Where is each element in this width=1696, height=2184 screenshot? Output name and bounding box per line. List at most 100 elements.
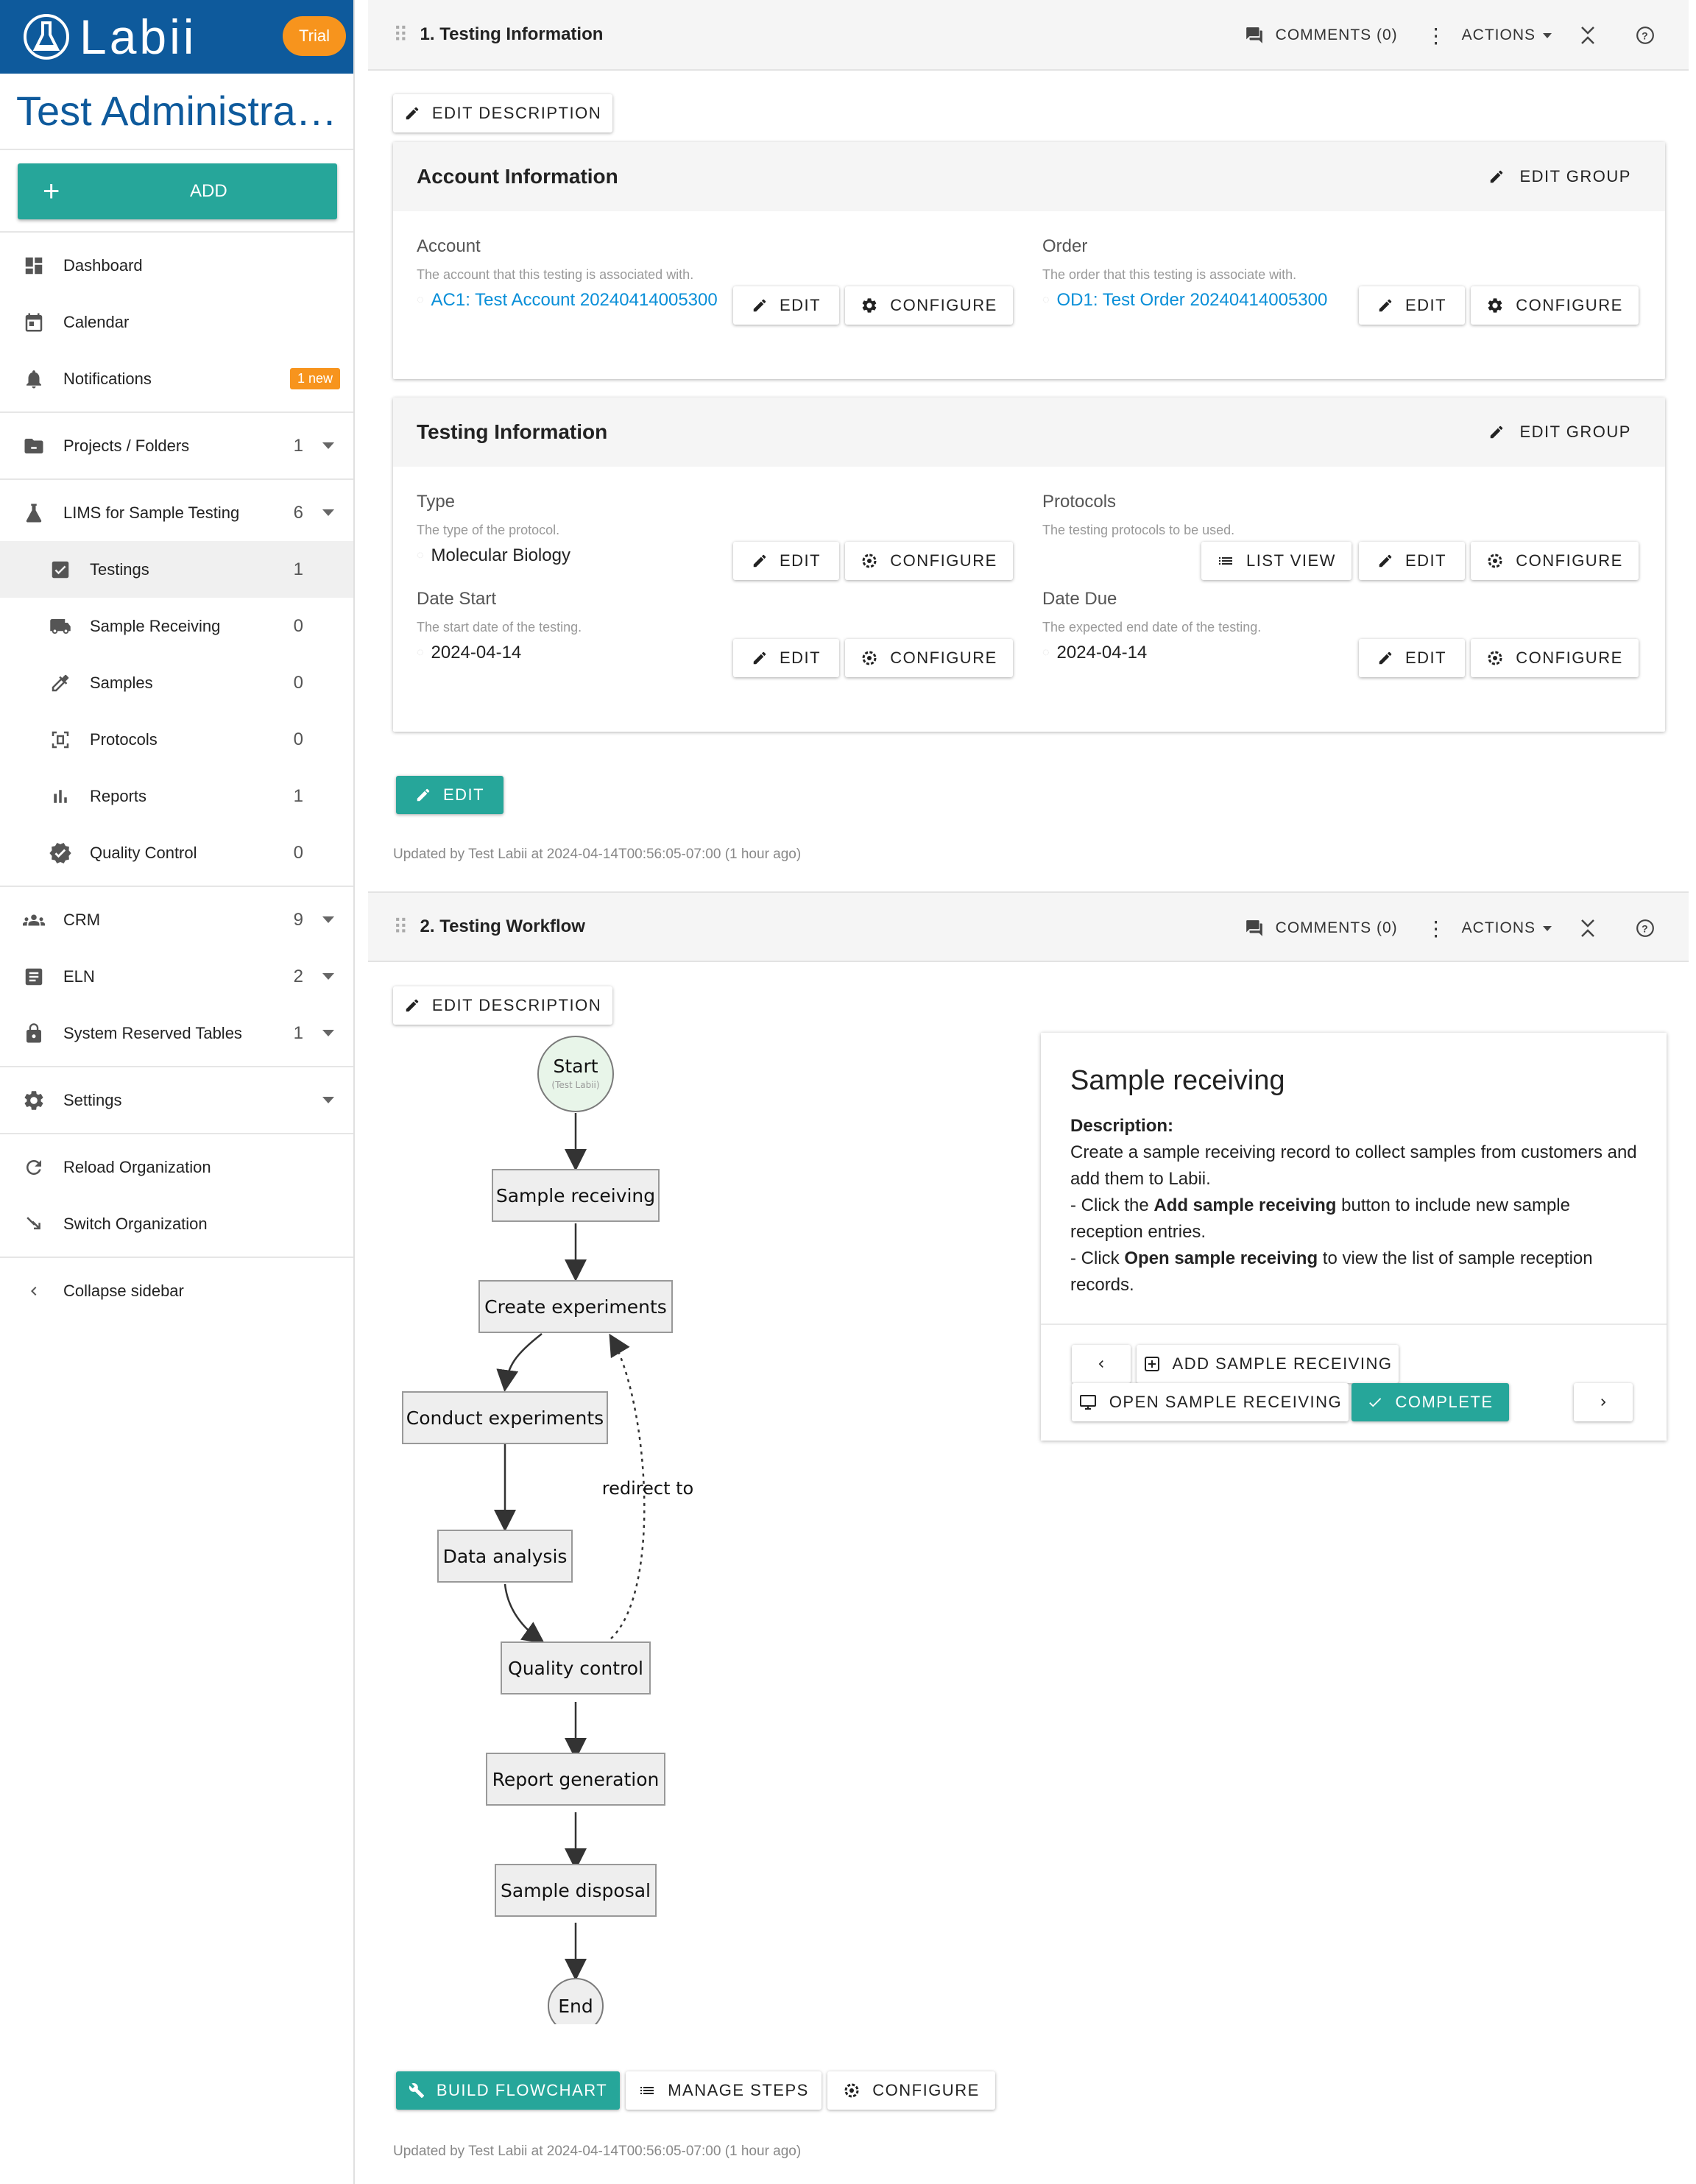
chevron-down-icon[interactable] bbox=[322, 1030, 334, 1036]
sidebar-item-crm[interactable]: CRM 9 bbox=[0, 891, 353, 948]
configure-type-button[interactable]: CONFIGURE bbox=[845, 542, 1013, 580]
button-label: BUILD FLOWCHART bbox=[436, 2081, 608, 2099]
collapse-section-button[interactable] bbox=[1580, 919, 1608, 938]
sidebar-item-lims[interactable]: LIMS for Sample Testing 6 bbox=[0, 484, 353, 541]
text-segment: to view the list of sample reception rec… bbox=[1070, 1248, 1593, 1295]
chevron-down-icon[interactable] bbox=[322, 509, 334, 516]
text-segment-bold: Open sample receiving bbox=[1124, 1248, 1318, 1268]
sidebar-item-system-reserved-tables[interactable]: System Reserved Tables 1 bbox=[0, 1005, 353, 1061]
flow-step-conduct-experiments[interactable]: Conduct experiments bbox=[402, 1391, 608, 1444]
truck-icon bbox=[47, 613, 74, 640]
flow-start-node[interactable]: Start (Test Labii) bbox=[537, 1036, 614, 1112]
sidebar-item-protocols[interactable]: Protocols 0 bbox=[0, 711, 353, 768]
build-flowchart-button[interactable]: BUILD FLOWCHART bbox=[396, 2071, 620, 2110]
complete-step-button[interactable]: COMPLETE bbox=[1352, 1383, 1509, 1421]
flow-connectors bbox=[494, 1113, 646, 1981]
sidebar-item-samples[interactable]: Samples 0 bbox=[0, 654, 353, 711]
sidebar-item-calendar[interactable]: Calendar bbox=[0, 294, 353, 350]
actions-button[interactable]: ⋮ ACTIONS bbox=[1426, 916, 1552, 941]
step-description: Description: Create a sample receiving r… bbox=[1070, 1113, 1637, 1298]
edit-record-button[interactable]: EDIT bbox=[396, 776, 504, 814]
collapse-section-button[interactable] bbox=[1580, 26, 1608, 45]
add-button[interactable]: + ADD bbox=[18, 163, 337, 219]
collapse-icon bbox=[1581, 919, 1594, 937]
record-icon: ◌ bbox=[417, 646, 424, 659]
flow-step-report-generation[interactable]: Report generation bbox=[486, 1753, 665, 1806]
edit-description-button[interactable]: EDIT DESCRIPTION bbox=[393, 94, 612, 132]
chevron-down-icon[interactable] bbox=[322, 442, 334, 449]
chevron-down-icon[interactable] bbox=[322, 973, 334, 980]
gear-icon bbox=[21, 1087, 47, 1114]
order-link[interactable]: OD1: Test Order 20240414005300 bbox=[1056, 290, 1328, 310]
flow-step-data-analysis[interactable]: Data analysis bbox=[437, 1530, 573, 1583]
sidebar-item-testings[interactable]: Testings 1 bbox=[0, 541, 353, 598]
edit-group-button[interactable]: EDIT GROUP bbox=[1488, 167, 1631, 186]
chevron-down-icon[interactable] bbox=[322, 1097, 334, 1103]
edit-description-button[interactable]: EDIT DESCRIPTION bbox=[393, 986, 612, 1025]
configure-date-start-button[interactable]: CONFIGURE bbox=[845, 639, 1013, 677]
record-icon: ◌ bbox=[417, 549, 424, 562]
labii-logo[interactable]: Labii bbox=[22, 9, 197, 65]
open-sample-receiving-button[interactable]: OPEN SAMPLE RECEIVING bbox=[1072, 1383, 1349, 1421]
sidebar: Labii Trial Test Administrat… + ADD Dash… bbox=[0, 0, 355, 2184]
edit-order-button[interactable]: EDIT bbox=[1359, 286, 1465, 325]
button-label: CONFIGURE bbox=[890, 296, 997, 314]
previous-step-button[interactable] bbox=[1072, 1345, 1131, 1383]
sidebar-item-collapse[interactable]: Collapse sidebar bbox=[0, 1262, 353, 1319]
sidebar-item-settings[interactable]: Settings bbox=[0, 1072, 353, 1128]
configure-protocols-button[interactable]: CONFIGURE bbox=[1471, 542, 1639, 580]
item-count: 0 bbox=[293, 672, 303, 693]
edit-date-start-button[interactable]: EDIT bbox=[733, 639, 839, 677]
sidebar-item-sample-receiving[interactable]: Sample Receiving 0 bbox=[0, 598, 353, 654]
sidebar-item-switch-organization[interactable]: Switch Organization bbox=[0, 1195, 353, 1252]
svg-text:?: ? bbox=[1642, 922, 1649, 934]
sidebar-item-eln[interactable]: ELN 2 bbox=[0, 948, 353, 1005]
comments-button[interactable]: COMMENTS (0) bbox=[1245, 26, 1398, 45]
account-link[interactable]: AC1: Test Account 20240414005300 bbox=[431, 290, 718, 310]
edit-type-button[interactable]: EDIT bbox=[733, 542, 839, 580]
manage-steps-button[interactable]: MANAGE STEPS bbox=[626, 2071, 822, 2110]
list-view-button[interactable]: LIST VIEW bbox=[1201, 542, 1352, 580]
sidebar-item-dashboard[interactable]: Dashboard bbox=[0, 237, 353, 294]
configure-order-button[interactable]: CONFIGURE bbox=[1471, 286, 1639, 325]
item-count: 0 bbox=[293, 729, 303, 749]
configure-date-due-button[interactable]: CONFIGURE bbox=[1471, 639, 1639, 677]
edit-account-button[interactable]: EDIT bbox=[733, 286, 839, 325]
type-field: Type The type of the protocol. ◌Molecula… bbox=[417, 492, 570, 566]
description-line: - Click Open sample receiving to view th… bbox=[1070, 1245, 1637, 1298]
trial-badge[interactable]: Trial bbox=[283, 16, 346, 56]
sidebar-item-notifications[interactable]: Notifications 1 new bbox=[0, 350, 353, 407]
chevron-down-icon[interactable] bbox=[322, 916, 334, 923]
edit-group-button[interactable]: EDIT GROUP bbox=[1488, 423, 1631, 442]
flow-step-quality-control[interactable]: Quality control bbox=[501, 1641, 651, 1694]
configure-workflow-button[interactable]: CONFIGURE bbox=[827, 2071, 995, 2110]
flow-end-node[interactable]: End bbox=[548, 1978, 604, 2024]
lock-icon bbox=[21, 1020, 47, 1047]
testing-information-group: Testing Information EDIT GROUP Type The … bbox=[393, 397, 1665, 732]
flow-step-sample-disposal[interactable]: Sample disposal bbox=[495, 1864, 657, 1917]
description-line: - Click the Add sample receiving button … bbox=[1070, 1192, 1637, 1245]
drag-handle-icon[interactable]: ⠿ bbox=[393, 23, 408, 46]
help-button[interactable]: ? bbox=[1636, 26, 1667, 45]
add-sample-receiving-button[interactable]: ADD SAMPLE RECEIVING bbox=[1137, 1345, 1399, 1383]
sidebar-item-projects[interactable]: Projects / Folders 1 bbox=[0, 417, 353, 474]
order-field: Order The order that this testing is ass… bbox=[1042, 236, 1327, 311]
actions-button[interactable]: ⋮ ACTIONS bbox=[1426, 24, 1552, 48]
flask-logo-icon bbox=[24, 14, 69, 60]
flow-step-sample-receiving[interactable]: Sample receiving bbox=[492, 1169, 660, 1222]
edit-protocols-button[interactable]: EDIT bbox=[1359, 542, 1465, 580]
flow-step-create-experiments[interactable]: Create experiments bbox=[478, 1280, 673, 1333]
sidebar-item-quality-control[interactable]: Quality Control 0 bbox=[0, 824, 353, 881]
drag-handle-icon[interactable]: ⠿ bbox=[393, 915, 408, 939]
sidebar-item-reload-organization[interactable]: Reload Organization bbox=[0, 1139, 353, 1195]
item-count: 1 bbox=[293, 435, 303, 456]
sidebar-item-label: Sample Receiving bbox=[90, 616, 221, 635]
next-step-button[interactable] bbox=[1574, 1383, 1633, 1421]
sidebar-item-reports[interactable]: Reports 1 bbox=[0, 768, 353, 824]
bell-icon bbox=[21, 366, 47, 392]
help-button[interactable]: ? bbox=[1636, 919, 1667, 938]
sidebar-item-label: Dashboard bbox=[63, 255, 143, 275]
comments-button[interactable]: COMMENTS (0) bbox=[1245, 919, 1398, 938]
configure-account-button[interactable]: CONFIGURE bbox=[845, 286, 1013, 325]
edit-date-due-button[interactable]: EDIT bbox=[1359, 639, 1465, 677]
